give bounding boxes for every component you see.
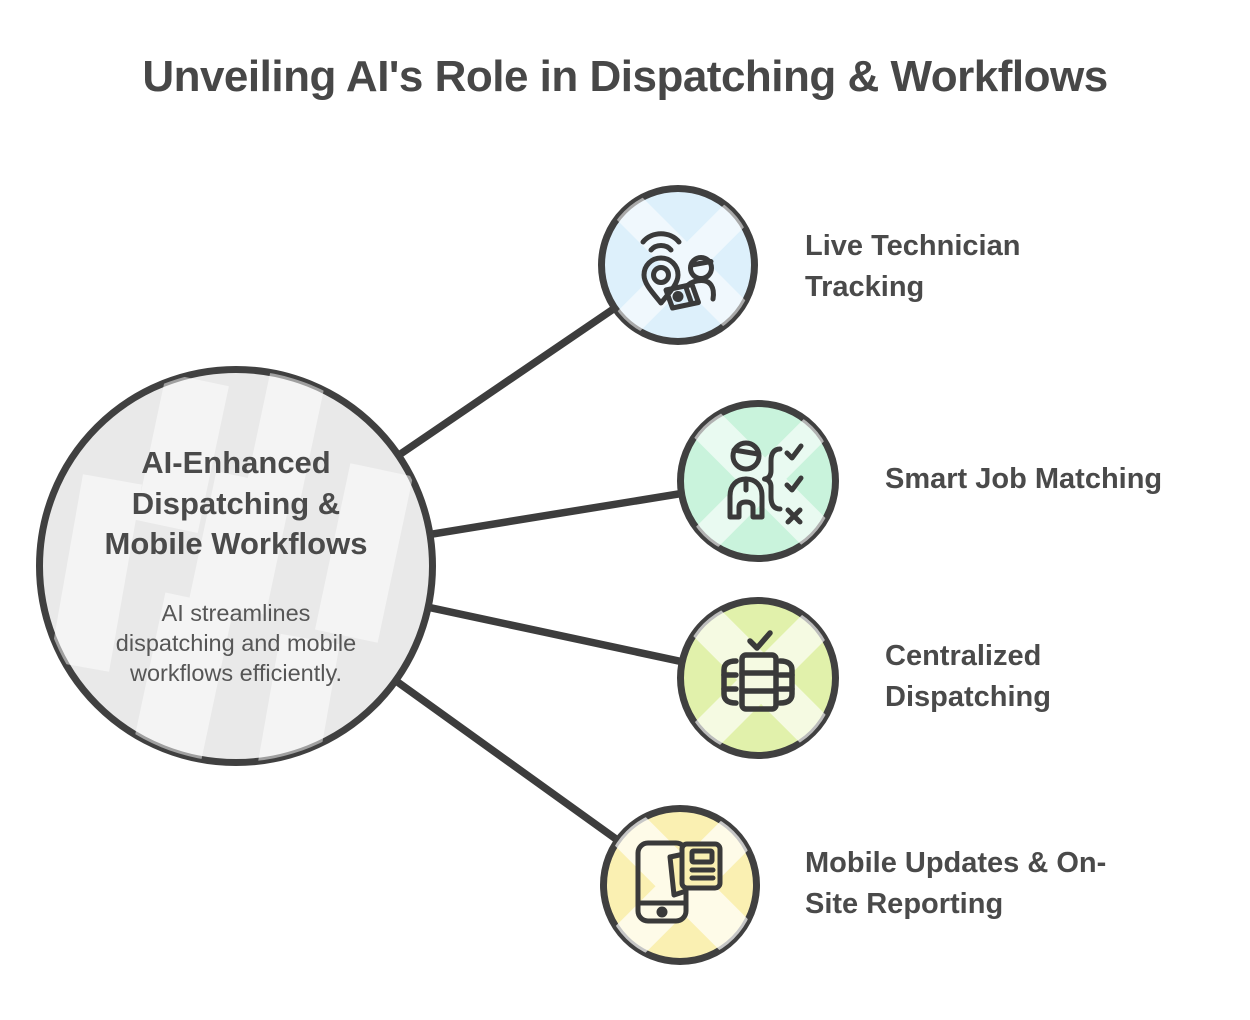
node-label-smart-job-matching: Smart Job Matching bbox=[885, 463, 1163, 495]
node-label-mobile-reporting: Mobile Updates & On-Site Reporting bbox=[805, 847, 1107, 921]
mobile-reporting-icon bbox=[635, 840, 723, 924]
smart-job-matching-icon bbox=[727, 440, 804, 525]
centralized-dispatching-icon bbox=[721, 630, 795, 712]
node-label-centralized-dispatching: Centralized Dispatching bbox=[885, 640, 1051, 714]
live-technician-tracking-icon bbox=[640, 231, 716, 311]
node-label-live-technician-tracking: Live Technician Tracking bbox=[805, 230, 1021, 304]
page-title: Unveiling AI's Role in Dispatching & Wor… bbox=[142, 52, 1108, 101]
